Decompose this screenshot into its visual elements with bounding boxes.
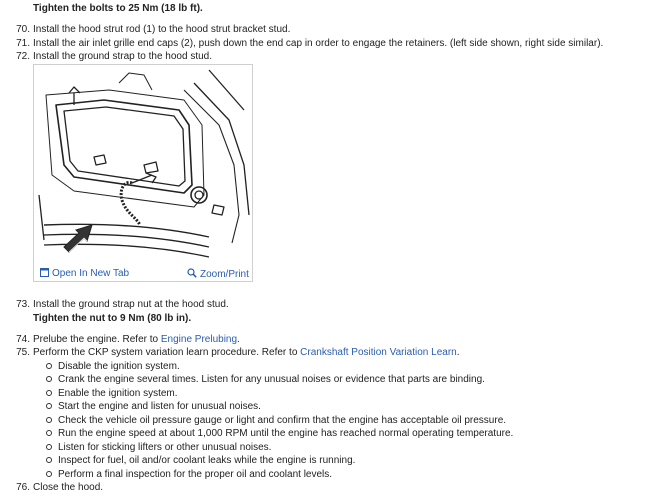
- bullet-icon: [46, 457, 52, 463]
- step-73-torque-note: Tighten the nut to 9 Nm (80 lb in).: [33, 313, 192, 324]
- open-in-new-tab-link[interactable]: Open In New Tab: [40, 268, 129, 280]
- step-text: Prelube the engine. Refer to: [33, 334, 161, 345]
- list-item: Enable the ignition system.: [58, 388, 178, 399]
- list-item: Start the engine and listen for unusual …: [58, 401, 261, 412]
- open-tab-icon: [40, 268, 49, 280]
- step-text: Install the hood strut rod (1) to the ho…: [33, 24, 291, 35]
- step-text-suffix: .: [456, 347, 460, 358]
- step-number: 75.: [16, 347, 30, 358]
- bullet-icon: [46, 363, 52, 369]
- step-text-suffix: .: [237, 334, 240, 345]
- step-number: 76.: [16, 482, 30, 493]
- step-74: 74.Prelube the engine. Refer to Engine P…: [13, 333, 240, 346]
- step-number: 70.: [16, 24, 30, 35]
- step-71: 71.Install the air inlet grille end caps…: [13, 37, 603, 50]
- open-in-new-tab-label: Open In New Tab: [52, 268, 130, 279]
- step-75: 75.Perform the CKP system variation lear…: [13, 346, 460, 359]
- bullet-icon: [46, 471, 52, 477]
- step-number: 73.: [16, 299, 30, 310]
- step-73: 73.Install the ground strap nut at the h…: [13, 298, 229, 311]
- step-number: 71.: [16, 38, 30, 49]
- bullet-icon: [46, 403, 52, 409]
- bullet-icon: [46, 376, 52, 382]
- magnifier-icon: [187, 268, 197, 281]
- bullet-icon: [46, 444, 52, 450]
- step-text: Close the hood.: [33, 482, 104, 493]
- step-76: 76.Close the hood.: [13, 481, 103, 494]
- zoom-print-label: Zoom/Print: [200, 269, 249, 280]
- step-number: 72.: [16, 51, 30, 62]
- hood-stud-diagram: [38, 69, 250, 258]
- step-text: Install the air inlet grille end caps (2…: [33, 38, 604, 49]
- bullet-icon: [46, 390, 52, 396]
- list-item: Listen for sticking lifters or other unu…: [58, 442, 272, 453]
- list-item: Crank the engine several times. Listen f…: [58, 374, 485, 385]
- crankshaft-position-variation-learn-link[interactable]: Crankshaft Position Variation Learn: [300, 347, 457, 358]
- list-item: Disable the ignition system.: [58, 361, 180, 372]
- step-69-torque-note: Tighten the bolts to 25 Nm (18 lb ft).: [33, 3, 203, 14]
- bullet-icon: [46, 417, 52, 423]
- step-number: 74.: [16, 334, 30, 345]
- step-70: 70.Install the hood strut rod (1) to the…: [13, 23, 290, 36]
- step-text: Perform the CKP system variation learn p…: [33, 347, 301, 358]
- step-72: 72.Install the ground strap to the hood …: [13, 50, 212, 63]
- step-text: Install the ground strap to the hood stu…: [33, 51, 213, 62]
- ground-strap-illustration: Open In New Tab Zoom/Print: [33, 64, 253, 282]
- list-item: Check the vehicle oil pressure gauge or …: [58, 415, 507, 426]
- list-item: Inspect for fuel, oil and/or coolant lea…: [58, 455, 356, 466]
- list-item: Run the engine speed at about 1,000 RPM …: [58, 428, 514, 439]
- figure-actions: Open In New Tab Zoom/Print: [34, 268, 252, 282]
- list-item: Perform a final inspection for the prope…: [58, 469, 333, 480]
- bullet-icon: [46, 430, 52, 436]
- engine-prelubing-link[interactable]: Engine Prelubing: [160, 334, 238, 345]
- step-text: Install the ground strap nut at the hood…: [33, 299, 229, 310]
- zoom-print-link[interactable]: Zoom/Print: [187, 268, 249, 281]
